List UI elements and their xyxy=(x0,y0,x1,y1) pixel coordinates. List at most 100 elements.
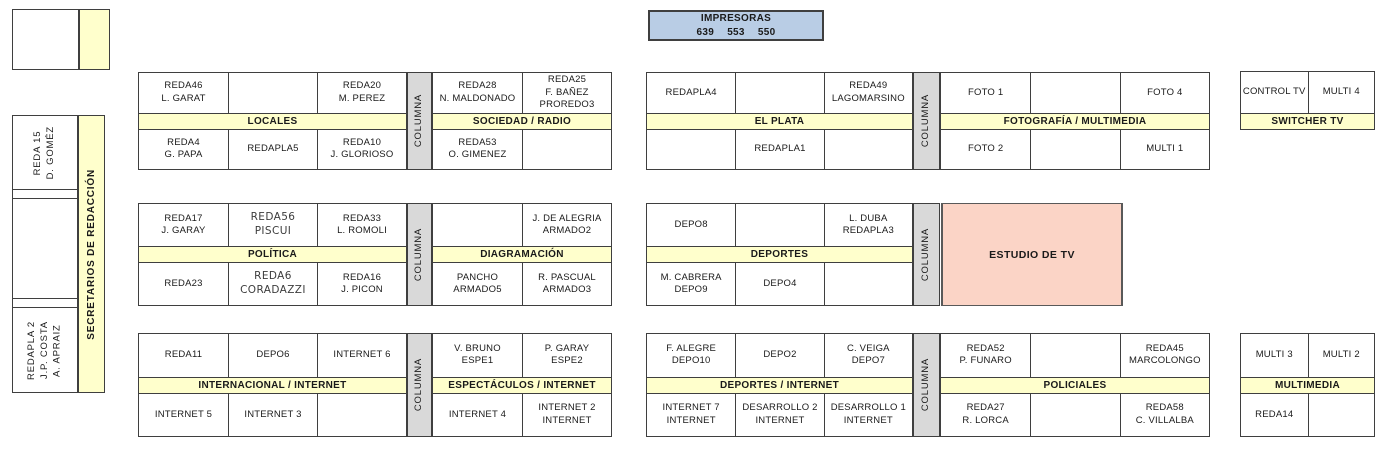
block-diagramacion: J. DE ALEGRIA ARMADO2 DIAGRAMACIÓN PANCH… xyxy=(432,203,612,306)
desk-cell: REDA45 MARCOLONGO xyxy=(1119,334,1209,377)
block-espectaculos: V. BRUNO ESPE1 P. GARAY ESPE2 ESPECTÁCUL… xyxy=(432,333,612,437)
columna-label: COLUMNA xyxy=(413,94,425,148)
section-header-policiales: POLICIALES xyxy=(941,376,1209,394)
desk-cell: REDA11 xyxy=(164,349,203,361)
desk-redapla2-label: REDAPLA 2 J.P. COSTA A. APRAIZ xyxy=(25,320,63,380)
columna-label: COLUMNA xyxy=(920,358,932,412)
desk-cell: DESARROLLO 2 INTERNET xyxy=(735,393,823,436)
block-fotografia: FOTO 1 FOTO 4 FOTOGRAFÍA / MULTIMEDIA FO… xyxy=(940,72,1210,170)
columna-label: COLUMNA xyxy=(920,94,932,148)
section-header-internacional: INTERNACIONAL / INTERNET xyxy=(139,376,406,394)
desk-cell: MULTI 2 xyxy=(1307,334,1375,377)
desk-cell: REDA16 J. PICON xyxy=(317,263,406,305)
desk-redapla2: REDAPLA 2 J.P. COSTA A. APRAIZ xyxy=(12,307,78,393)
block-sociedad-radio: REDA28 N. MALDONADO REDA25 F. BAÑEZ PROR… xyxy=(432,72,612,170)
columna-pillar: COLUMNA xyxy=(407,72,432,170)
desk-cell xyxy=(735,204,823,246)
corner-desk xyxy=(12,9,79,70)
desk-cell xyxy=(433,204,522,246)
columna-pillar: COLUMNA xyxy=(913,333,940,437)
desk-cell: DEPO2 xyxy=(735,334,823,377)
desk-cell: REDA23 xyxy=(164,277,203,289)
printers-box: IMPRESORAS 639 553 550 xyxy=(648,10,824,41)
tv-studio: ESTUDIO DE TV xyxy=(941,203,1123,306)
columna-pillar: COLUMNA xyxy=(913,72,940,170)
desk-cell: DEPO8 xyxy=(674,218,708,230)
desk-cell xyxy=(522,129,611,169)
desk-cell xyxy=(1030,129,1119,169)
desk-cell: J. DE ALEGRIA ARMADO2 xyxy=(522,204,611,246)
desk-cell: V. BRUNO ESPE1 xyxy=(454,342,501,367)
section-header-espectaculos: ESPECTÁCULOS / INTERNET xyxy=(433,376,611,394)
desk-cell: REDAPLA1 xyxy=(735,129,823,169)
section-header-multimedia: MULTIMEDIA xyxy=(1241,376,1374,394)
desk-cell: DEPO4 xyxy=(735,263,823,305)
desk-cell: REDA28 N. MALDONADO xyxy=(439,80,516,104)
desk-cell: REDA20 M. PEREZ xyxy=(317,73,406,113)
desk-cell: REDAPLA4 xyxy=(665,86,717,98)
desk-reda15: REDA 15 D. GOMÉZ xyxy=(12,115,78,190)
section-header-politica: POLÍTICA xyxy=(139,246,406,263)
block-multimedia: MULTI 3 MULTI 2 MULTIMEDIA REDA14 xyxy=(1240,333,1375,437)
block-politica: REDA17 J. GARAY REDA56 PISCUI REDA33 L. … xyxy=(138,203,407,306)
section-header-deportes-internet: DEPORTES / INTERNET xyxy=(647,376,912,394)
columna-label: COLUMNA xyxy=(413,227,425,282)
block-deportes-internet: F. ALEGRE DEPO10 DEPO2 C. VEIGA DEPO7 DE… xyxy=(646,333,913,437)
columna-label: COLUMNA xyxy=(413,358,425,412)
desk-cell: INTERNET 7 INTERNET xyxy=(662,402,720,426)
printers-title: IMPRESORAS xyxy=(700,13,772,24)
desk-cell: R. PASCUAL ARMADO3 xyxy=(522,263,611,305)
desk-cell: REDAPLA5 xyxy=(228,129,317,169)
desk-cell: INTERNET 2 INTERNET xyxy=(522,393,611,436)
desk-cell: L. DUBA REDAPLA3 xyxy=(823,204,912,246)
section-header-fotografia: FOTOGRAFÍA / MULTIMEDIA xyxy=(941,112,1209,130)
desk-cell: REDA6 CORADAZZI xyxy=(228,263,317,305)
desk-cell: CONTROL TV xyxy=(1242,86,1306,98)
desk-cell: C. VEIGA DEPO7 xyxy=(823,334,912,377)
block-policiales: REDA52 P. FUNARO REDA45 MARCOLONGO POLIC… xyxy=(940,333,1210,437)
section-header-switcher: SWITCHER TV xyxy=(1241,113,1374,129)
block-internacional: REDA11 DEPO6 INTERNET 6 INTERNACIONAL / … xyxy=(138,333,407,437)
tv-studio-label: ESTUDIO DE TV xyxy=(989,248,1075,261)
desk-reda15-label: REDA 15 D. GOMÉZ xyxy=(32,125,56,180)
secretaries-label: SECRETARIOS DE REDACCIÓN xyxy=(85,168,97,340)
desk-cell: REDA27 R. LORCA xyxy=(962,402,1009,426)
desk-cell: REDA58 C. VILLALBA xyxy=(1119,393,1209,436)
desk-cell: INTERNET 5 xyxy=(154,408,213,420)
section-header-deportes: DEPORTES xyxy=(647,246,912,263)
desk-cell: PANCHO ARMADO5 xyxy=(453,271,502,295)
block-switcher-tv: CONTROL TV MULTI 4 SWITCHER TV xyxy=(1240,71,1375,130)
section-header-sociedad: SOCIEDAD / RADIO xyxy=(433,112,611,130)
secretaries-strip: SECRETARIOS DE REDACCIÓN xyxy=(78,115,105,393)
desk-cell: FOTO 1 xyxy=(967,86,1004,98)
desk-cell: F. ALEGRE DEPO10 xyxy=(666,342,717,367)
desk-cell xyxy=(1030,334,1119,377)
desk-cell: REDA56 PISCUI xyxy=(228,204,317,246)
section-header-locales: LOCALES xyxy=(139,112,406,130)
desk-cell xyxy=(823,263,912,305)
desk-cell: MULTI 3 xyxy=(1255,349,1293,361)
desk-cell: MULTI 1 xyxy=(1119,129,1209,169)
desk-cell xyxy=(317,393,406,436)
block-deportes: DEPO8 L. DUBA REDAPLA3 DEPORTES M. CABRE… xyxy=(646,203,913,306)
printers-numbers: 639 553 550 xyxy=(696,26,776,38)
desk-cell: REDA46 L. GARAT xyxy=(161,80,206,104)
desk-cell: INTERNET 3 xyxy=(228,393,317,436)
desk-cell: MULTI 4 xyxy=(1307,72,1375,113)
desk-cell: P. GARAY ESPE2 xyxy=(522,334,611,377)
desk-cell xyxy=(1030,393,1119,436)
desk-cell xyxy=(823,129,912,169)
desk-cell xyxy=(1307,393,1375,436)
block-elplata: REDAPLA4 REDA49 LAGOMARSINO EL PLATA RED… xyxy=(646,72,913,170)
desk-cell: REDA53 O. GIMENEZ xyxy=(448,136,507,161)
columna-pillar: COLUMNA xyxy=(407,333,432,437)
corner-desk-side xyxy=(79,9,110,70)
columna-pillar: COLUMNA xyxy=(913,203,940,306)
desk-cell: REDA4 G. PAPA xyxy=(164,136,203,161)
desk-cell xyxy=(735,73,823,113)
desk-cell: M. CABRERA DEPO9 xyxy=(660,271,722,295)
desk-cell: REDA49 LAGOMARSINO xyxy=(823,73,912,113)
desk-cell: REDA25 F. BAÑEZ PROREDO3 xyxy=(522,73,611,113)
desk-cell xyxy=(1030,73,1119,113)
